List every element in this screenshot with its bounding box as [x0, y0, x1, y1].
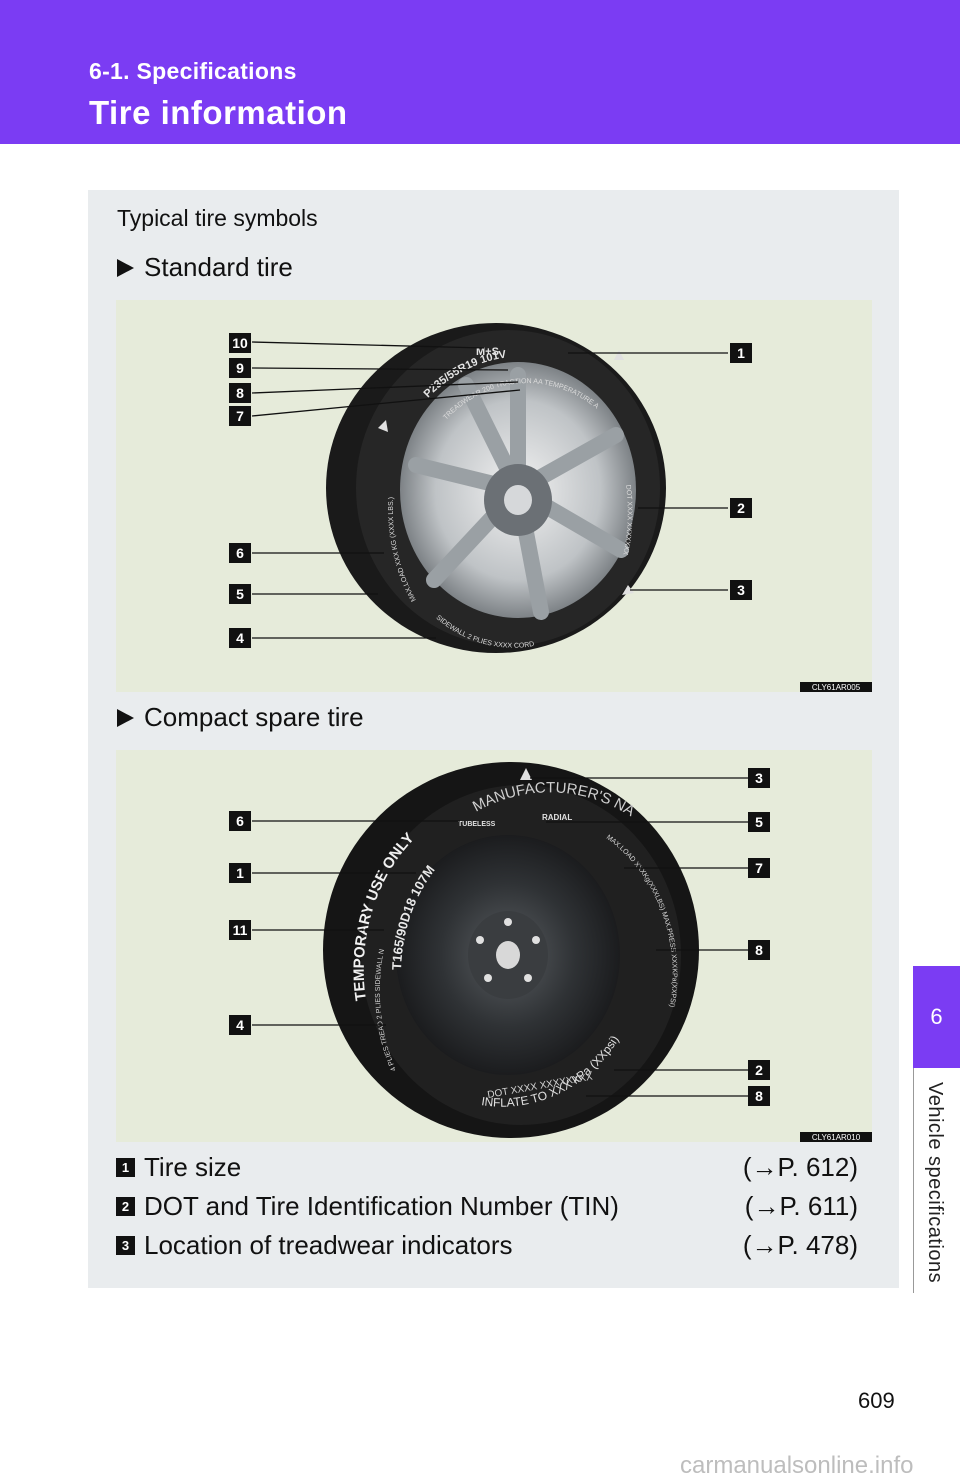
callout-4: 4	[236, 1017, 244, 1033]
header-bar: 6-1. Specifications Tire information	[0, 0, 960, 144]
page-reference-link[interactable]: (→P. 478)	[742, 1229, 858, 1260]
standard-image-code: CLY61AR005	[812, 683, 861, 692]
spare-image-code: CLY61AR010	[812, 1133, 861, 1142]
callout-7: 7	[755, 860, 763, 876]
ms-text: M+S	[476, 346, 499, 358]
tubeless-text: TUBELESS	[458, 821, 496, 828]
callout-8-lower: 8	[755, 1088, 763, 1104]
page-number: 609	[858, 1388, 895, 1413]
callout-6: 6	[236, 813, 244, 829]
callout-8: 8	[236, 385, 244, 401]
dot-text: DOT XXXX XXXXXXX	[621, 484, 633, 556]
standard-tire-figure: P235/55R19 101V M+S TREADWEAR 200 TRACTI…	[116, 300, 872, 692]
callout-4: 4	[236, 630, 244, 646]
callout-6: 6	[236, 545, 244, 561]
spare-tire-heading-label: Compact spare tire	[144, 702, 364, 732]
svg-text:DOT XXXX XXXXXXX: DOT XXXX XXXXXXX	[621, 484, 633, 556]
legend-label: DOT and Tire Identification Number (TIN)	[144, 1190, 619, 1221]
chapter-title: Vehicle specifications	[924, 1082, 946, 1284]
legend-item-2: 2 DOT and Tire Identification Number (TI…	[116, 1191, 858, 1221]
callout-3: 3	[755, 770, 763, 786]
legend-label: Location of treadwear indicators	[144, 1229, 513, 1260]
watermark: carmanualsonline.info	[680, 1452, 914, 1479]
callouts-right: 1 2 3	[730, 343, 752, 600]
standard-tire-heading: Standard tire	[117, 252, 293, 283]
page-title: Tire information	[89, 94, 348, 131]
callout-7: 7	[236, 408, 244, 424]
callout-3: 3	[737, 582, 745, 598]
legend-item-1: 1 Tire size (→P. 612)	[116, 1152, 858, 1182]
spare-tire-figure: MANUFACTURER'S NAME T165/90D18 107M TUBE…	[116, 750, 872, 1142]
callout-2: 2	[755, 1062, 763, 1078]
callouts-left: 6 1 11 4	[229, 811, 251, 1035]
radial-text: RADIAL	[542, 813, 572, 822]
leader-lines	[251, 341, 728, 639]
callout-10: 10	[232, 335, 248, 351]
leader-lines	[252, 777, 748, 1097]
chapter-divider	[913, 1068, 914, 1293]
legend-number: 3	[116, 1235, 135, 1255]
callout-5: 5	[755, 814, 763, 830]
callout-1: 1	[236, 865, 244, 881]
callouts-right: 3 5 7 8 2 8	[748, 768, 770, 1106]
section-label: 6-1. Specifications	[89, 58, 297, 84]
callout-9: 9	[236, 360, 244, 376]
callout-2: 2	[737, 500, 745, 516]
chapter-tab[interactable]: 6	[913, 966, 960, 1068]
legend-item-3: 3 Location of treadwear indicators (→P. …	[116, 1230, 858, 1260]
callout-11: 11	[233, 922, 248, 938]
callout-1: 1	[737, 345, 745, 361]
legend-number: 1	[116, 1157, 135, 1177]
callout-8: 8	[755, 942, 763, 958]
callout-5: 5	[236, 586, 244, 602]
legend-number: 2	[116, 1196, 135, 1216]
page-reference-link[interactable]: (→P. 611)	[744, 1190, 858, 1221]
standard-tire-illustration: P235/55R19 101V M+S TREADWEAR 200 TRACTI…	[229, 323, 872, 692]
panel-title: Typical tire symbols	[117, 205, 318, 231]
triangle-bullet-icon	[117, 258, 134, 277]
page-reference-link[interactable]: (→P. 612)	[742, 1151, 858, 1182]
legend-label: Tire size	[144, 1151, 242, 1182]
triangle-bullet-icon	[117, 708, 134, 727]
standard-tire-heading-label: Standard tire	[144, 252, 293, 282]
spare-tire-illustration: MANUFACTURER'S NAME T165/90D18 107M TUBE…	[116, 750, 872, 1142]
spare-tire-heading: Compact spare tire	[117, 702, 364, 733]
callouts-left: 10 9 8 7 6 5 4	[229, 333, 251, 648]
